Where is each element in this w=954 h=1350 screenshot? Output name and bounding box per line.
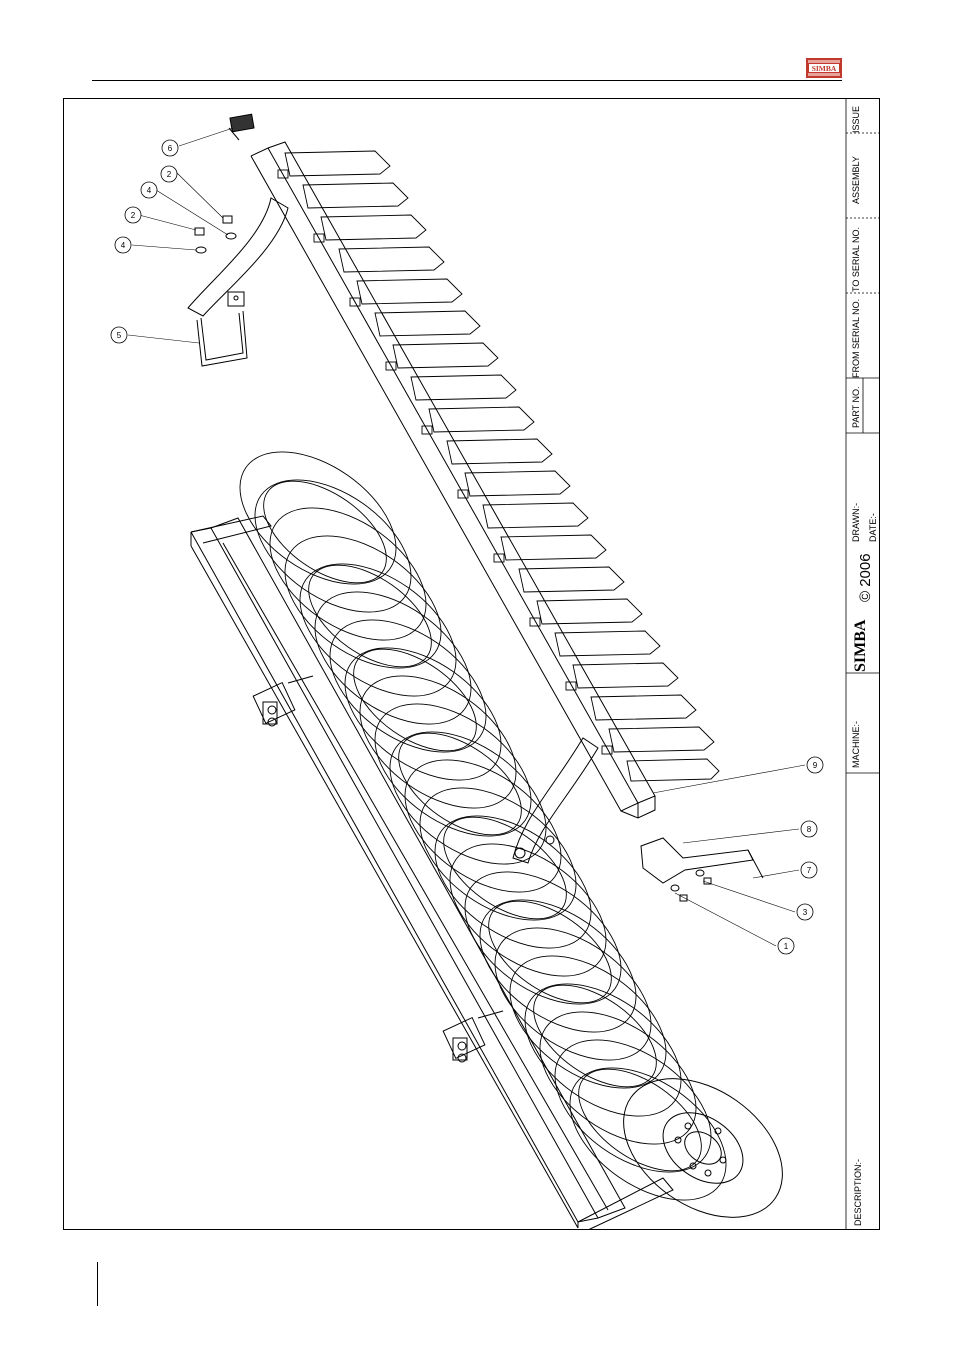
- u-bolt: [197, 311, 247, 366]
- callout-2b: 2: [125, 207, 141, 223]
- label-drawn: DRAWN:-: [851, 503, 861, 542]
- callout-4a: 4: [141, 182, 157, 198]
- callout-5: 5: [111, 327, 127, 343]
- callout-9: 9: [807, 757, 823, 773]
- label-issue: ISSUE: [851, 106, 861, 133]
- svg-text:9: 9: [813, 761, 818, 770]
- label-to-serial: TO SERIAL NO.: [851, 227, 861, 292]
- lower-arm: [513, 738, 598, 863]
- tines: [278, 151, 719, 781]
- header-rule: [92, 80, 842, 81]
- roller-rings: [216, 425, 750, 1227]
- callout-4b: 4: [115, 237, 131, 253]
- upper-fasteners: [195, 216, 236, 253]
- callouts: 6 2 4 2 4 5 9 8 7 3 1: [111, 140, 823, 954]
- svg-text:5: 5: [117, 331, 122, 340]
- callout-8: 8: [801, 821, 817, 837]
- svg-text:2: 2: [167, 170, 172, 179]
- svg-text:4: 4: [121, 241, 126, 250]
- callout-6: 6: [162, 140, 178, 156]
- label-from-serial: FROM SERIAL NO.: [851, 299, 861, 378]
- callout-3: 3: [797, 904, 813, 920]
- label-copyright: © 2006: [858, 553, 874, 602]
- label-machine: MACHINE:-: [851, 721, 861, 768]
- callout-2a: 2: [161, 166, 177, 182]
- exploded-assembly-drawing: 6 2 4 2 4 5 9 8 7 3 1: [63, 98, 880, 1230]
- rail-bracket-lower: [443, 1011, 503, 1062]
- label-date: DATE:-: [868, 513, 878, 542]
- svg-text:7: 7: [807, 866, 812, 875]
- svg-text:4: 4: [147, 186, 152, 195]
- svg-text:1: 1: [784, 942, 789, 951]
- svg-text:3: 3: [803, 908, 808, 917]
- tine-bar: [251, 142, 655, 818]
- roller-hub: [598, 1050, 809, 1230]
- label-description: DESCRIPTION:-: [853, 1159, 863, 1226]
- callout-7: 7: [801, 862, 817, 878]
- svg-text:2: 2: [131, 211, 136, 220]
- callout-1: 1: [778, 938, 794, 954]
- label-part-no: PART NO.: [851, 386, 861, 428]
- label-assembly: ASSEMBLY: [851, 156, 861, 204]
- margin-rule: [97, 1262, 98, 1306]
- svg-text:8: 8: [807, 825, 812, 834]
- svg-text:SIMBA: SIMBA: [812, 64, 837, 73]
- title-block-brand: SIMBA: [852, 620, 870, 672]
- simba-logo: SIMBA: [806, 58, 842, 78]
- end-cap: [229, 114, 254, 140]
- svg-text:6: 6: [168, 144, 173, 153]
- upper-arm: [188, 198, 288, 316]
